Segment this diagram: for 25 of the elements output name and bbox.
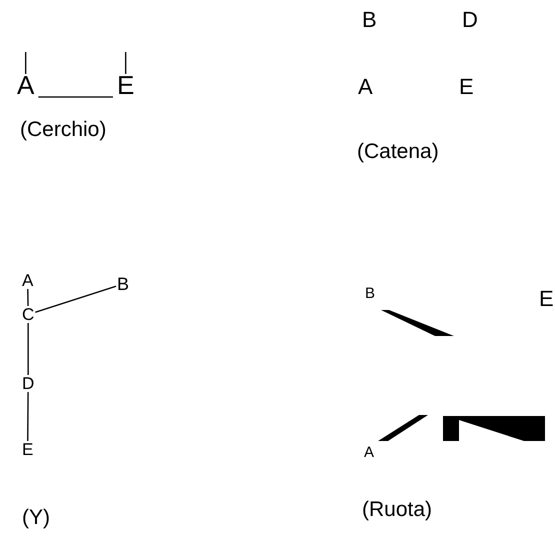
node-letter: E: [538, 288, 555, 310]
node-letter: A: [363, 445, 376, 460]
node-letter: B: [116, 275, 130, 293]
caption: (Y): [22, 506, 50, 530]
node-letter: A: [21, 272, 34, 289]
connector-line: [38, 96, 113, 98]
node-letter: A: [357, 76, 374, 98]
caption: (Ruota): [362, 498, 432, 522]
connector-line: [25, 52, 26, 74]
connector-line: [28, 323, 29, 375]
node-letter: B: [364, 286, 376, 301]
connector-line: [125, 52, 126, 74]
connector-line: [27, 289, 29, 306]
connector-line: [35, 286, 116, 313]
node-letter: D: [21, 375, 36, 392]
node-letter: E: [458, 76, 475, 98]
node-letter: E: [21, 441, 34, 458]
connector-line: [27, 392, 29, 441]
node-letter: E: [116, 72, 136, 98]
caption: (Catena): [357, 140, 439, 164]
node-letter: C: [21, 306, 36, 323]
node-letter: D: [461, 9, 479, 31]
node-letter: B: [361, 9, 378, 31]
caption: (Cerchio): [20, 118, 106, 142]
node-letter: A: [16, 72, 36, 98]
